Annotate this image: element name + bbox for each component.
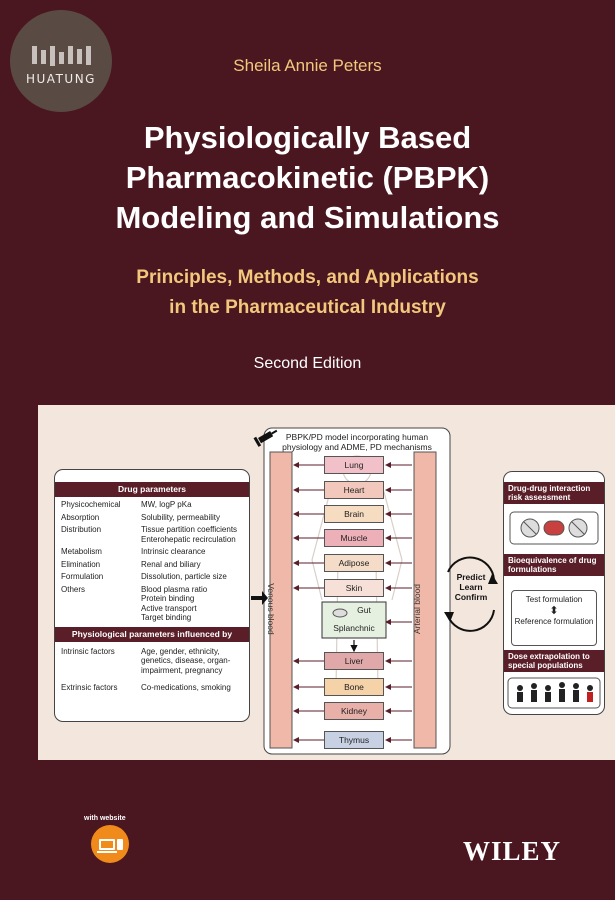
param-value: Renal and biliary <box>141 559 201 569</box>
param-key: Physicochemical <box>61 500 121 509</box>
param-key: Elimination <box>61 559 101 569</box>
formulation-comparison: Test formulation ⬍ Reference formulation <box>511 590 597 646</box>
input-arrow-icon <box>251 591 268 605</box>
arterial-column <box>413 451 437 749</box>
drug-parameters-box: Drug parameters Physicochemical MW, logP … <box>54 469 250 722</box>
syringe-icon <box>253 429 278 447</box>
reference-formulation-label: Reference formulation <box>514 617 594 626</box>
param-value: Age, gender, ethnicity, genetics, diseas… <box>141 646 231 675</box>
test-formulation-label: Test formulation <box>525 595 583 604</box>
list-item: Distribution Tissue partition coefficient… <box>55 525 249 544</box>
website-badge-icon <box>91 825 129 863</box>
cycle-learn: Learn <box>459 582 483 592</box>
up-down-arrow-icon: ⬍ <box>549 605 559 617</box>
organ-thymus: Thymus <box>324 731 384 749</box>
organ-splanchnic: Splanchnic <box>333 623 375 633</box>
cycle-confirm: Confirm <box>454 592 488 602</box>
param-key: Metabolism <box>61 547 102 556</box>
param-key: Intrinsic factors <box>61 646 115 656</box>
subtitle-line: in the Pharmaceutical Industry <box>169 297 446 318</box>
list-item: Formulation Dissolution, particle size <box>55 572 249 582</box>
website-badge-label: with website <box>84 815 126 822</box>
cycle-arrows-icon <box>447 556 495 632</box>
watermark-text: HUATUNG <box>26 72 96 86</box>
applications-box: Drug-drug interaction risk assessment Bi… <box>503 471 605 715</box>
book-subtitle: Principles, Methods, and Applications in… <box>20 263 595 323</box>
arterial-blood-label: Arterial blood <box>412 583 423 635</box>
param-value: MW, logP pKa <box>141 500 192 509</box>
list-item: Extrinsic factors Co-medications, smoking <box>55 683 249 693</box>
param-value: Solubility, permeability <box>141 512 220 522</box>
tablets-icon <box>509 511 599 545</box>
application-ddi-header: Drug-drug interaction risk assessment <box>504 482 604 504</box>
physiological-parameters-header: Physiological parameters influenced by <box>55 626 249 642</box>
cycle-labels: Predict Learn Confirm <box>446 572 496 602</box>
param-value: Co-medications, smoking <box>141 683 231 692</box>
organ-gut: Gut <box>357 605 371 615</box>
venous-blood-label: Venous blood <box>265 583 276 635</box>
list-item: Others Blood plasma ratio Protein binding… <box>55 585 249 623</box>
param-value: Blood plasma ratio Protein binding Activ… <box>141 584 208 623</box>
application-bioequivalence-header: Bioequivalence of drug formulations <box>504 554 604 576</box>
param-key: Distribution <box>61 525 102 534</box>
param-value: Intrinsic clearance <box>141 547 206 556</box>
barcode-icon <box>32 46 92 66</box>
param-key: Absorption <box>61 512 100 522</box>
venous-column <box>269 451 293 749</box>
list-item: Metabolism Intrinsic clearance <box>55 547 249 557</box>
pbpk-model-title: PBPK/PD model incorporating human physio… <box>282 432 432 452</box>
watermark-badge: HUATUNG <box>10 10 112 112</box>
author-name: Sheila Annie Peters <box>233 56 382 75</box>
param-key: Formulation <box>61 572 104 581</box>
param-value: Dissolution, particle size <box>141 572 227 581</box>
pill-icon <box>332 608 348 618</box>
drug-parameters-header: Drug parameters <box>55 482 249 497</box>
param-key: Extrinsic factors <box>61 683 118 692</box>
book-title: Physiologically Based Pharmacokinetic (P… <box>20 118 595 238</box>
title-line: Pharmacokinetic (PBPK) <box>125 160 490 195</box>
organ-kidney: Kidney <box>324 702 384 720</box>
population-icon <box>507 677 601 709</box>
drug-parameter-list: Physicochemical MW, logP pKa Absorption So… <box>55 500 249 623</box>
param-key: Others <box>61 584 86 594</box>
flow-arrows <box>293 462 412 743</box>
gut-splanchnic-box <box>321 601 387 639</box>
edition: Second Edition <box>253 355 362 372</box>
organ-adipose: Adipose <box>324 554 384 572</box>
list-item: Intrinsic factors Age, gender, ethnicity,… <box>55 647 249 676</box>
application-dose-header: Dose extrapolation to special population… <box>504 650 604 672</box>
list-item: Elimination Renal and biliary <box>55 560 249 570</box>
organ-muscle: Muscle <box>324 529 384 547</box>
organ-bone: Bone <box>324 678 384 696</box>
organ-lung: Lung <box>324 456 384 474</box>
organ-skin: Skin <box>324 579 384 597</box>
organ-brain: Brain <box>324 505 384 523</box>
list-item: Absorption Solubility, permeability <box>55 513 249 523</box>
title-line: Physiologically Based <box>143 120 472 155</box>
cycle-predict: Predict <box>456 572 486 582</box>
list-item: Physicochemical MW, logP pKa <box>55 500 249 510</box>
organ-heart: Heart <box>324 481 384 499</box>
subtitle-line: Principles, Methods, and Applications <box>136 267 479 288</box>
organ-liver: Liver <box>324 652 384 670</box>
publisher-logo: WILEY <box>463 836 562 866</box>
title-line: Modeling and Simulations <box>115 200 500 235</box>
param-value: Tissue partition coefficients Enterohepa… <box>141 525 238 544</box>
